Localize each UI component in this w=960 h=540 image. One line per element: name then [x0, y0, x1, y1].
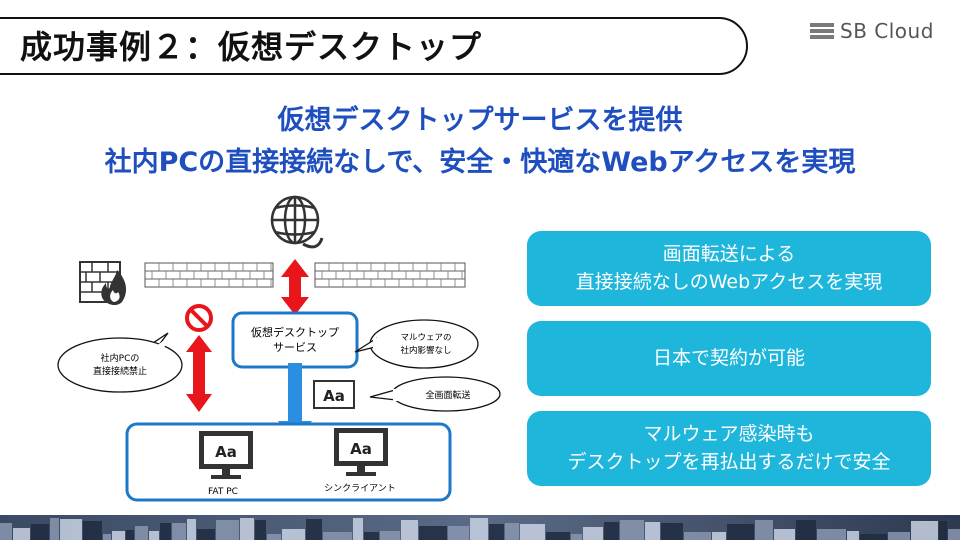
internet-connection-arrow: [281, 259, 309, 315]
blocked-connection-arrow: [186, 335, 212, 412]
prohibited-icon: [185, 304, 213, 332]
office-network-box: [125, 422, 452, 502]
card-2-line-1: 日本で契約が可能: [652, 346, 805, 369]
logo-mark-icon: [810, 23, 834, 39]
cityscape-footer: [0, 515, 960, 540]
malware-callout: マルウェアの 社内影響なし: [354, 319, 479, 369]
card-japan-contract: 日本で契約が可能: [527, 321, 931, 396]
card-3-line-1: マルウェア感染時も: [643, 422, 815, 445]
malware-line-1: マルウェアの: [400, 333, 451, 343]
vdi-service-box: 仮想デスクトップ サービス: [231, 311, 359, 369]
fat-pc-glyph: Aa: [215, 443, 237, 461]
screen-transfer-arrow: [278, 363, 312, 442]
malware-line-2: 社内影響なし: [400, 345, 451, 356]
thin-client-icon: Aa: [334, 428, 388, 476]
screen-image-glyph: Aa: [323, 387, 345, 405]
headline-line-1: 仮想デスクトップサービスを提供: [277, 105, 683, 136]
fat-pc-label: FAT PC: [208, 487, 238, 497]
logo-text: SB Cloud: [840, 19, 934, 43]
card-1-line-2: 直接接続なしのWebアクセスを実現: [575, 270, 883, 293]
card-screen-transfer: 画面転送による 直接接続なしのWebアクセスを実現: [527, 231, 931, 306]
logo: SB Cloud: [810, 19, 934, 43]
vdi-service-line-1: 仮想デスクトップ: [251, 325, 339, 339]
no-direct-line-1: 社内PCの: [101, 352, 140, 364]
fat-pc-icon: Aa: [199, 431, 253, 479]
screen-transfer-callout: 全画面転送: [369, 376, 501, 412]
card-malware-safe: マルウェア感染時も デスクトップを再払出するだけで安全: [527, 411, 931, 486]
screen-image-icon: Aa: [313, 380, 355, 409]
title-tab: [0, 17, 748, 75]
no-direct-line-2: 直接接続禁止: [93, 365, 147, 377]
screen-transfer-label: 全画面転送: [425, 389, 470, 401]
firewall-icon: [79, 261, 127, 305]
globe-icon: [270, 195, 324, 249]
firewall-wall: [144, 262, 466, 288]
headline-line-2: 社内PCの直接接続なしで、安全・快適なWebアクセスを実現: [104, 147, 856, 178]
card-1-line-1: 画面転送による: [662, 242, 796, 265]
vdi-service-line-2: サービス: [273, 341, 317, 354]
page-title: 成功事例２：仮想デスクトップ: [20, 28, 483, 66]
no-direct-connection-callout: 社内PCの 直接接続禁止: [57, 332, 183, 393]
thin-client-label: シンクライアント: [324, 483, 396, 494]
thin-client-glyph: Aa: [350, 440, 372, 458]
card-3-line-2: デスクトップを再払出するだけで安全: [567, 450, 891, 473]
